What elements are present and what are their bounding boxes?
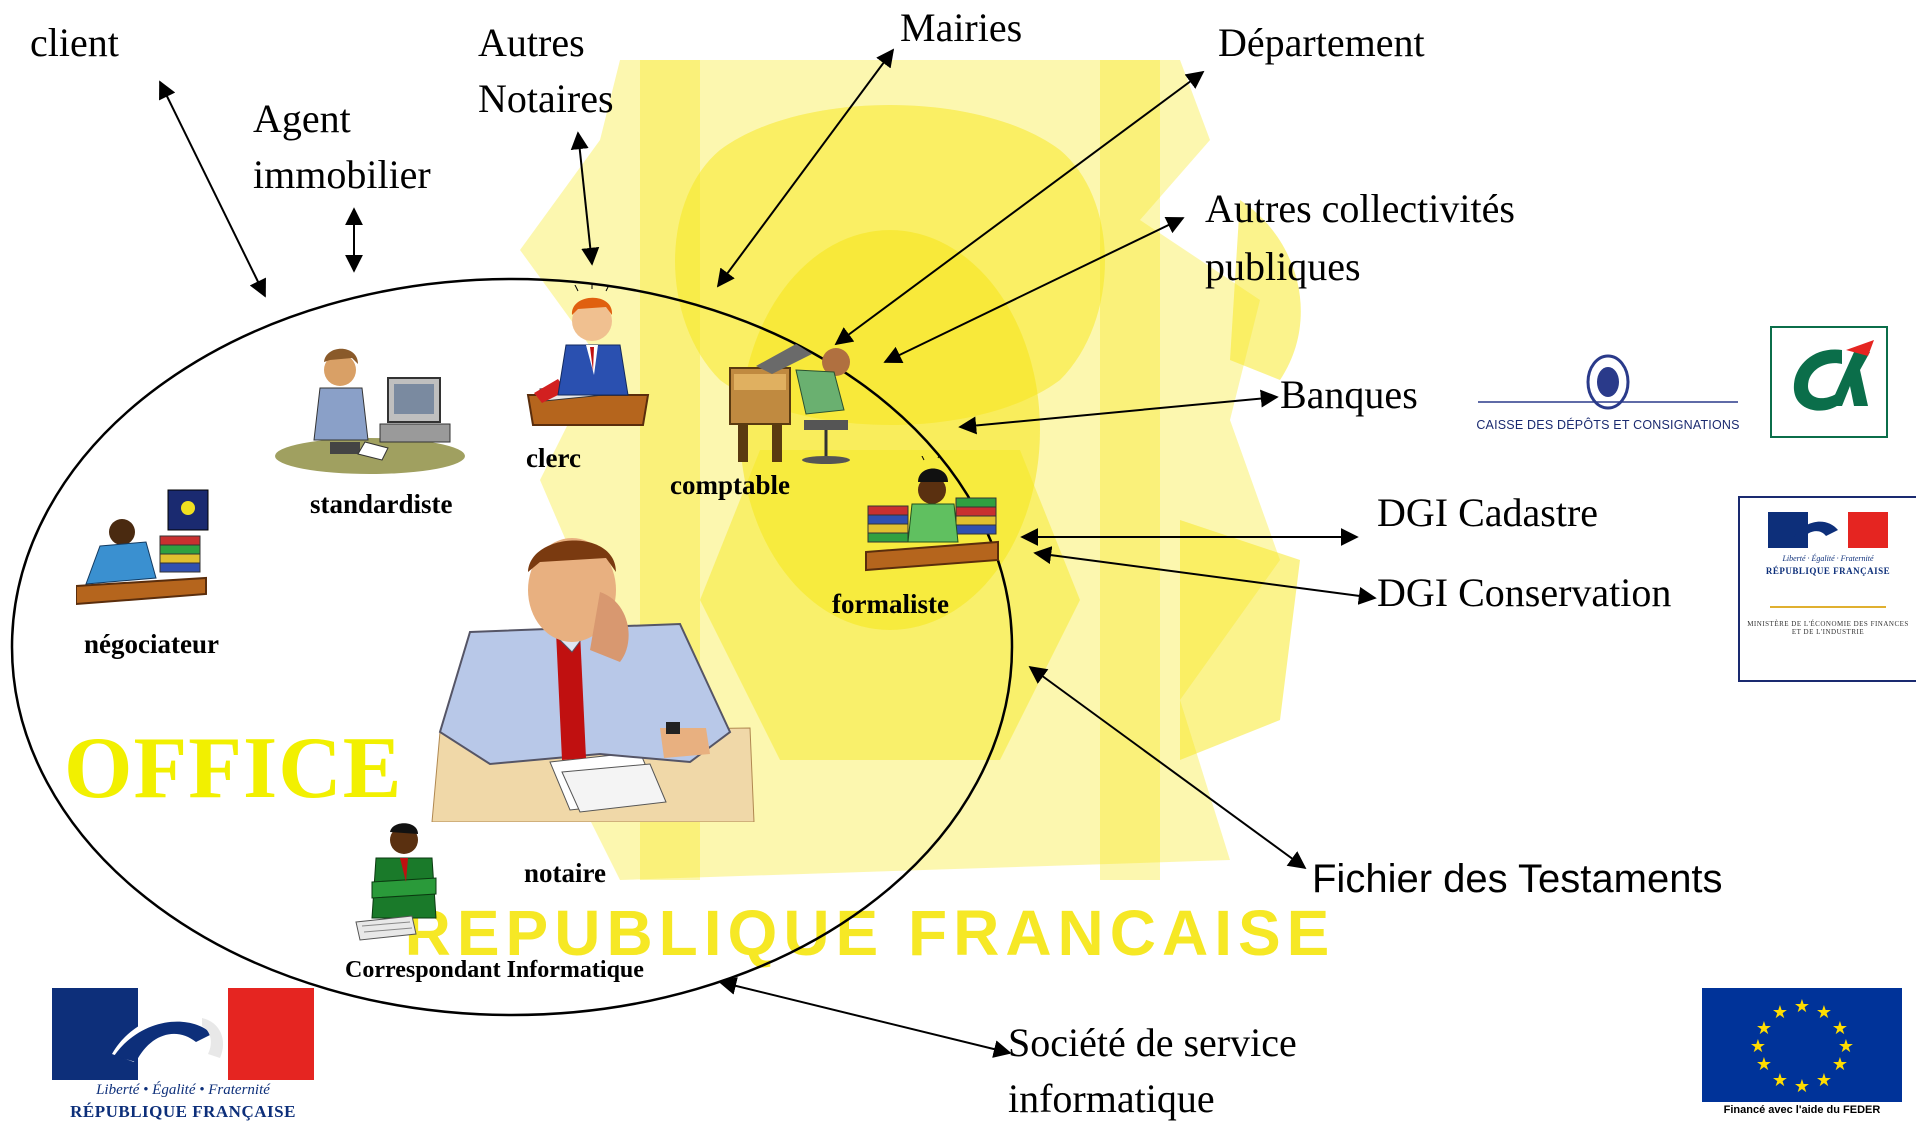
arrow-dgi-conservation (1033, 546, 1377, 605)
svg-text:★: ★ (1794, 1076, 1810, 1097)
correspondant-figure (355, 823, 437, 941)
role-negociateur: négociateur (84, 629, 219, 659)
label-collectivites-line1: Autres collectivités (1205, 186, 1515, 231)
svg-text:★: ★ (1794, 996, 1810, 1017)
svg-text:★: ★ (1772, 1070, 1788, 1091)
office-boundary (10, 277, 1014, 1017)
eu-flag-icon: ★ ★ ★ ★ ★ ★ ★ ★ ★ ★ ★ ★ (1702, 988, 1902, 1102)
feder-logo: ★ ★ ★ ★ ★ ★ ★ ★ ★ ★ ★ ★ Financé avec l'a… (1698, 988, 1906, 1124)
arrow-testaments (1028, 665, 1307, 870)
arrow-notaires (570, 131, 600, 266)
svg-text:★: ★ (1838, 1036, 1854, 1057)
svg-text:★: ★ (1772, 1002, 1788, 1023)
comptable-figure (729, 344, 850, 464)
svg-text:★: ★ (1750, 1036, 1766, 1057)
role-notaire: notaire (524, 858, 606, 888)
role-standardiste: standardiste (310, 489, 453, 519)
rf-name: RÉPUBLIQUE FRANÇAISE (70, 1102, 296, 1121)
watermark-text: REPUBLIQUE FRANCAISE (405, 897, 1336, 969)
label-testaments: Fichier des Testaments (1312, 857, 1723, 901)
republique-francaise-logo: Liberté • Égalité • Fraternité RÉPUBLIQU… (48, 988, 316, 1124)
svg-text:★: ★ (1816, 1070, 1832, 1091)
negociateur-figure (76, 489, 209, 606)
formaliste-figure (865, 456, 999, 572)
svg-text:★: ★ (1756, 1054, 1772, 1075)
label-dgi-conservation: DGI Conservation (1377, 570, 1672, 615)
svg-text:★: ★ (1756, 1018, 1772, 1039)
svg-text:★: ★ (1816, 1002, 1832, 1023)
feder-text: Financé avec l'aide du FEDER (1723, 1104, 1881, 1116)
arrow-client (159, 80, 266, 298)
ministere-rf-name: RÉPUBLIQUE FRANÇAISE (1765, 566, 1891, 576)
svg-text:★: ★ (1832, 1018, 1848, 1039)
rf-motto: Liberté • Égalité • Fraternité (96, 1082, 270, 1098)
credit-agricole-logo (1770, 326, 1888, 438)
label-dgi-cadastre: DGI Cadastre (1377, 490, 1599, 535)
standardiste-figure (275, 348, 465, 474)
label-ssi-line1: Société de service (1008, 1020, 1297, 1065)
label-notaires-line2: Notaires (478, 76, 614, 121)
label-collectivites-line2: publiques (1205, 244, 1361, 289)
marianne-small-icon (1768, 512, 1888, 548)
label-notaires-line1: Autres (478, 20, 585, 65)
ministere-motto: Liberté · Égalité · Fraternité (1782, 554, 1874, 563)
cdc-logo: CAISSE DES DÉPÔTS ET CONSIGNATIONS (1468, 346, 1748, 446)
arrow-collectivites (883, 216, 1185, 364)
label-banques: Banques (1280, 372, 1418, 417)
arrow-departement (834, 70, 1205, 346)
arrow-banques (958, 389, 1279, 435)
label-mairies: Mairies (900, 5, 1023, 50)
notaire-figure (431, 538, 755, 822)
label-agent-line2: immobilier (253, 152, 431, 197)
role-comptable: comptable (670, 470, 790, 500)
role-correspondant: Correspondant Informatique (345, 957, 644, 983)
arrow-ssi (718, 977, 1012, 1058)
cdc-logo-text: CAISSE DES DÉPÔTS ET CONSIGNATIONS (1476, 418, 1740, 432)
label-agent-line1: Agent (253, 96, 351, 141)
arrow-mairies (716, 48, 895, 288)
svg-text:★: ★ (1832, 1054, 1848, 1075)
marianne-icon (52, 988, 314, 1080)
role-formaliste: formaliste (832, 589, 949, 619)
office-title: OFFICE (64, 720, 403, 817)
ministere-logo: Liberté · Égalité · Fraternité RÉPUBLIQU… (1738, 496, 1916, 682)
clerc-figure (526, 285, 650, 426)
label-ssi-line2: informatique (1008, 1076, 1215, 1121)
label-departement: Département (1218, 20, 1425, 65)
label-client: client (30, 20, 119, 65)
ministere-divider (1770, 606, 1886, 608)
ministere-name: MINISTÈRE DE L'ÉCONOMIE DES FINANCES ET … (1747, 620, 1909, 636)
role-clerc: clerc (526, 443, 581, 473)
